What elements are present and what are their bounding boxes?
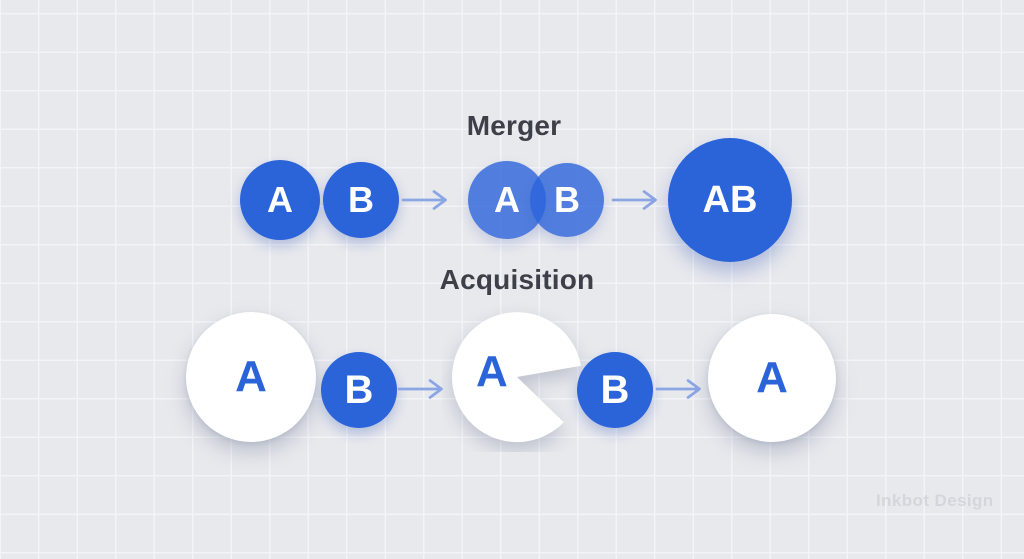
acquisition-result-label: A	[756, 353, 788, 402]
acquisition-absorbed-target-circle: B	[577, 352, 653, 428]
acquisition-absorbed-target-label: B	[600, 368, 630, 412]
merger-company-a-circle: A	[240, 160, 320, 240]
merger-title: Merger	[466, 110, 562, 141]
merger-result-circle: AB	[668, 138, 792, 262]
acquisition-target-label: B	[344, 368, 374, 412]
acquisition-absorbing-circle-pacman: A	[442, 302, 592, 452]
arrow-right-icon	[396, 377, 448, 401]
merger-company-b-label: B	[348, 179, 374, 220]
acquisition-result-circle: A	[708, 314, 836, 442]
acquisition-title: Acquisition	[439, 264, 595, 295]
merger-overlap-b-label: B	[554, 179, 580, 220]
merger-result-label: AB	[702, 179, 758, 221]
arrow-right-icon	[610, 188, 662, 212]
acquisition-target-circle: B	[321, 352, 397, 428]
acquisition-absorbing-a-label: A	[476, 347, 508, 396]
arrow-right-icon	[400, 188, 452, 212]
merger-company-a-label: A	[267, 179, 293, 220]
merger-overlap-b-circle: B	[530, 163, 604, 237]
merger-overlap-a-label: A	[494, 179, 520, 220]
arrow-right-icon	[654, 377, 706, 401]
watermark: Inkbot Design	[876, 491, 994, 510]
merger-company-b-circle: B	[323, 162, 399, 238]
acquisition-acquirer-label: A	[235, 352, 267, 401]
acquisition-acquirer-circle: A	[186, 312, 316, 442]
